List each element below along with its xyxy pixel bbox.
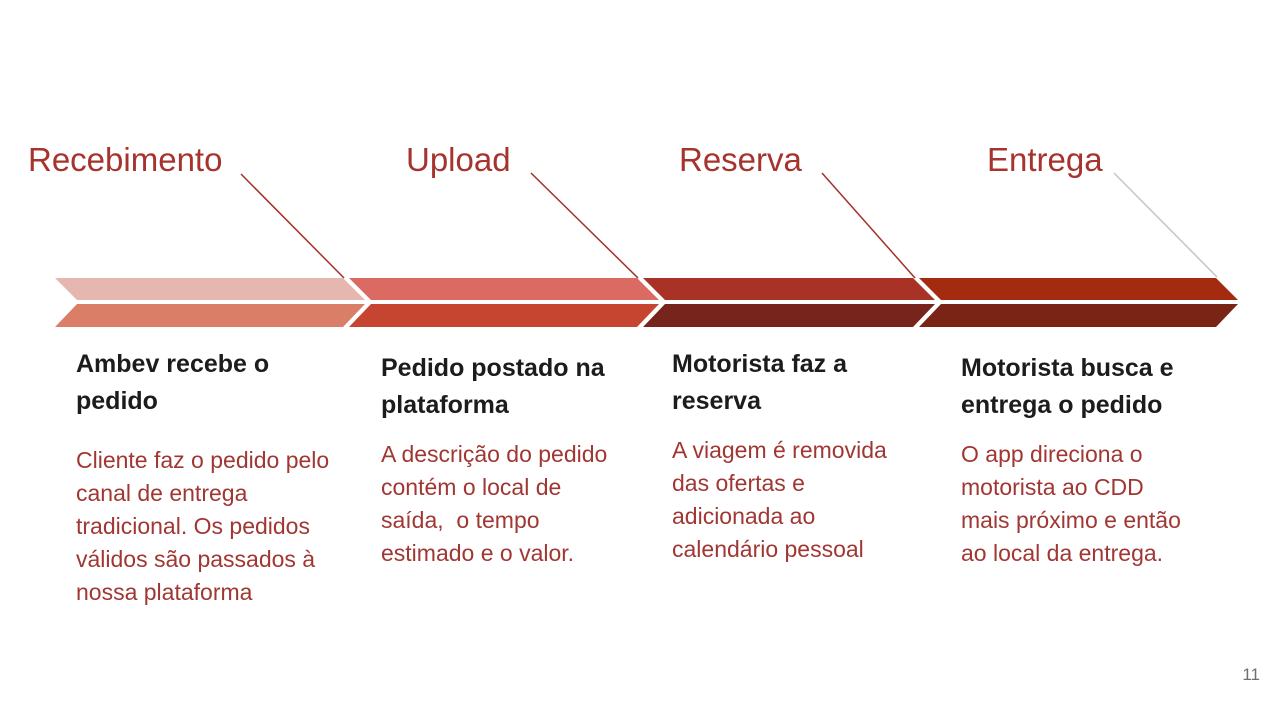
stage-title-recebimento: Recebimento [28,141,223,178]
stage-heading: Pedido postado na plataforma [381,354,605,419]
stage-column-upload: Pedido postado na plataforma A descrição… [381,350,641,570]
stage-body: A viagem é removida das ofertas e adicio… [672,437,887,562]
stage-column-reserva: Motorista faz a reserva A viagem é remov… [672,346,922,566]
chevron-segment-3-top [643,278,935,300]
chevron-segment-2-bottom [349,304,659,327]
stage-body: A descrição do pedido contém o local de … [381,441,608,566]
connector-line-upload [530,172,639,279]
stage-title-reserva: Reserva [679,141,802,178]
stage-heading: Motorista faz a reserva [672,350,848,415]
page-number: 11 [1242,665,1260,684]
connector-line-recebimento [240,173,345,279]
stage-body: Cliente faz o pedido pelo canal de entre… [76,447,330,605]
stage-title-upload: Upload [406,141,511,178]
stage-heading: Ambev recebe o pedido [76,350,270,415]
stage-body: O app direciona o motorista ao CDD mais … [961,441,1181,566]
chevron-segment-1-top [55,278,365,300]
stage-heading: Motorista busca e entrega o pedido [961,354,1174,419]
chevron-segment-2-top [349,278,659,300]
chevron-segment-1-bottom [55,304,365,327]
stage-column-entrega: Motorista busca e entrega o pedido O app… [961,350,1211,570]
connector-line-entrega [1113,172,1218,278]
chevron-segment-4-top [919,278,1238,300]
stage-title-entrega: Entrega [987,141,1103,178]
connector-line-reserva [821,172,916,279]
stage-column-recebimento: Ambev recebe o pedido Cliente faz o pedi… [76,346,366,609]
chevron-segment-3-bottom [643,304,935,327]
chevron-segment-4-bottom [919,304,1238,327]
